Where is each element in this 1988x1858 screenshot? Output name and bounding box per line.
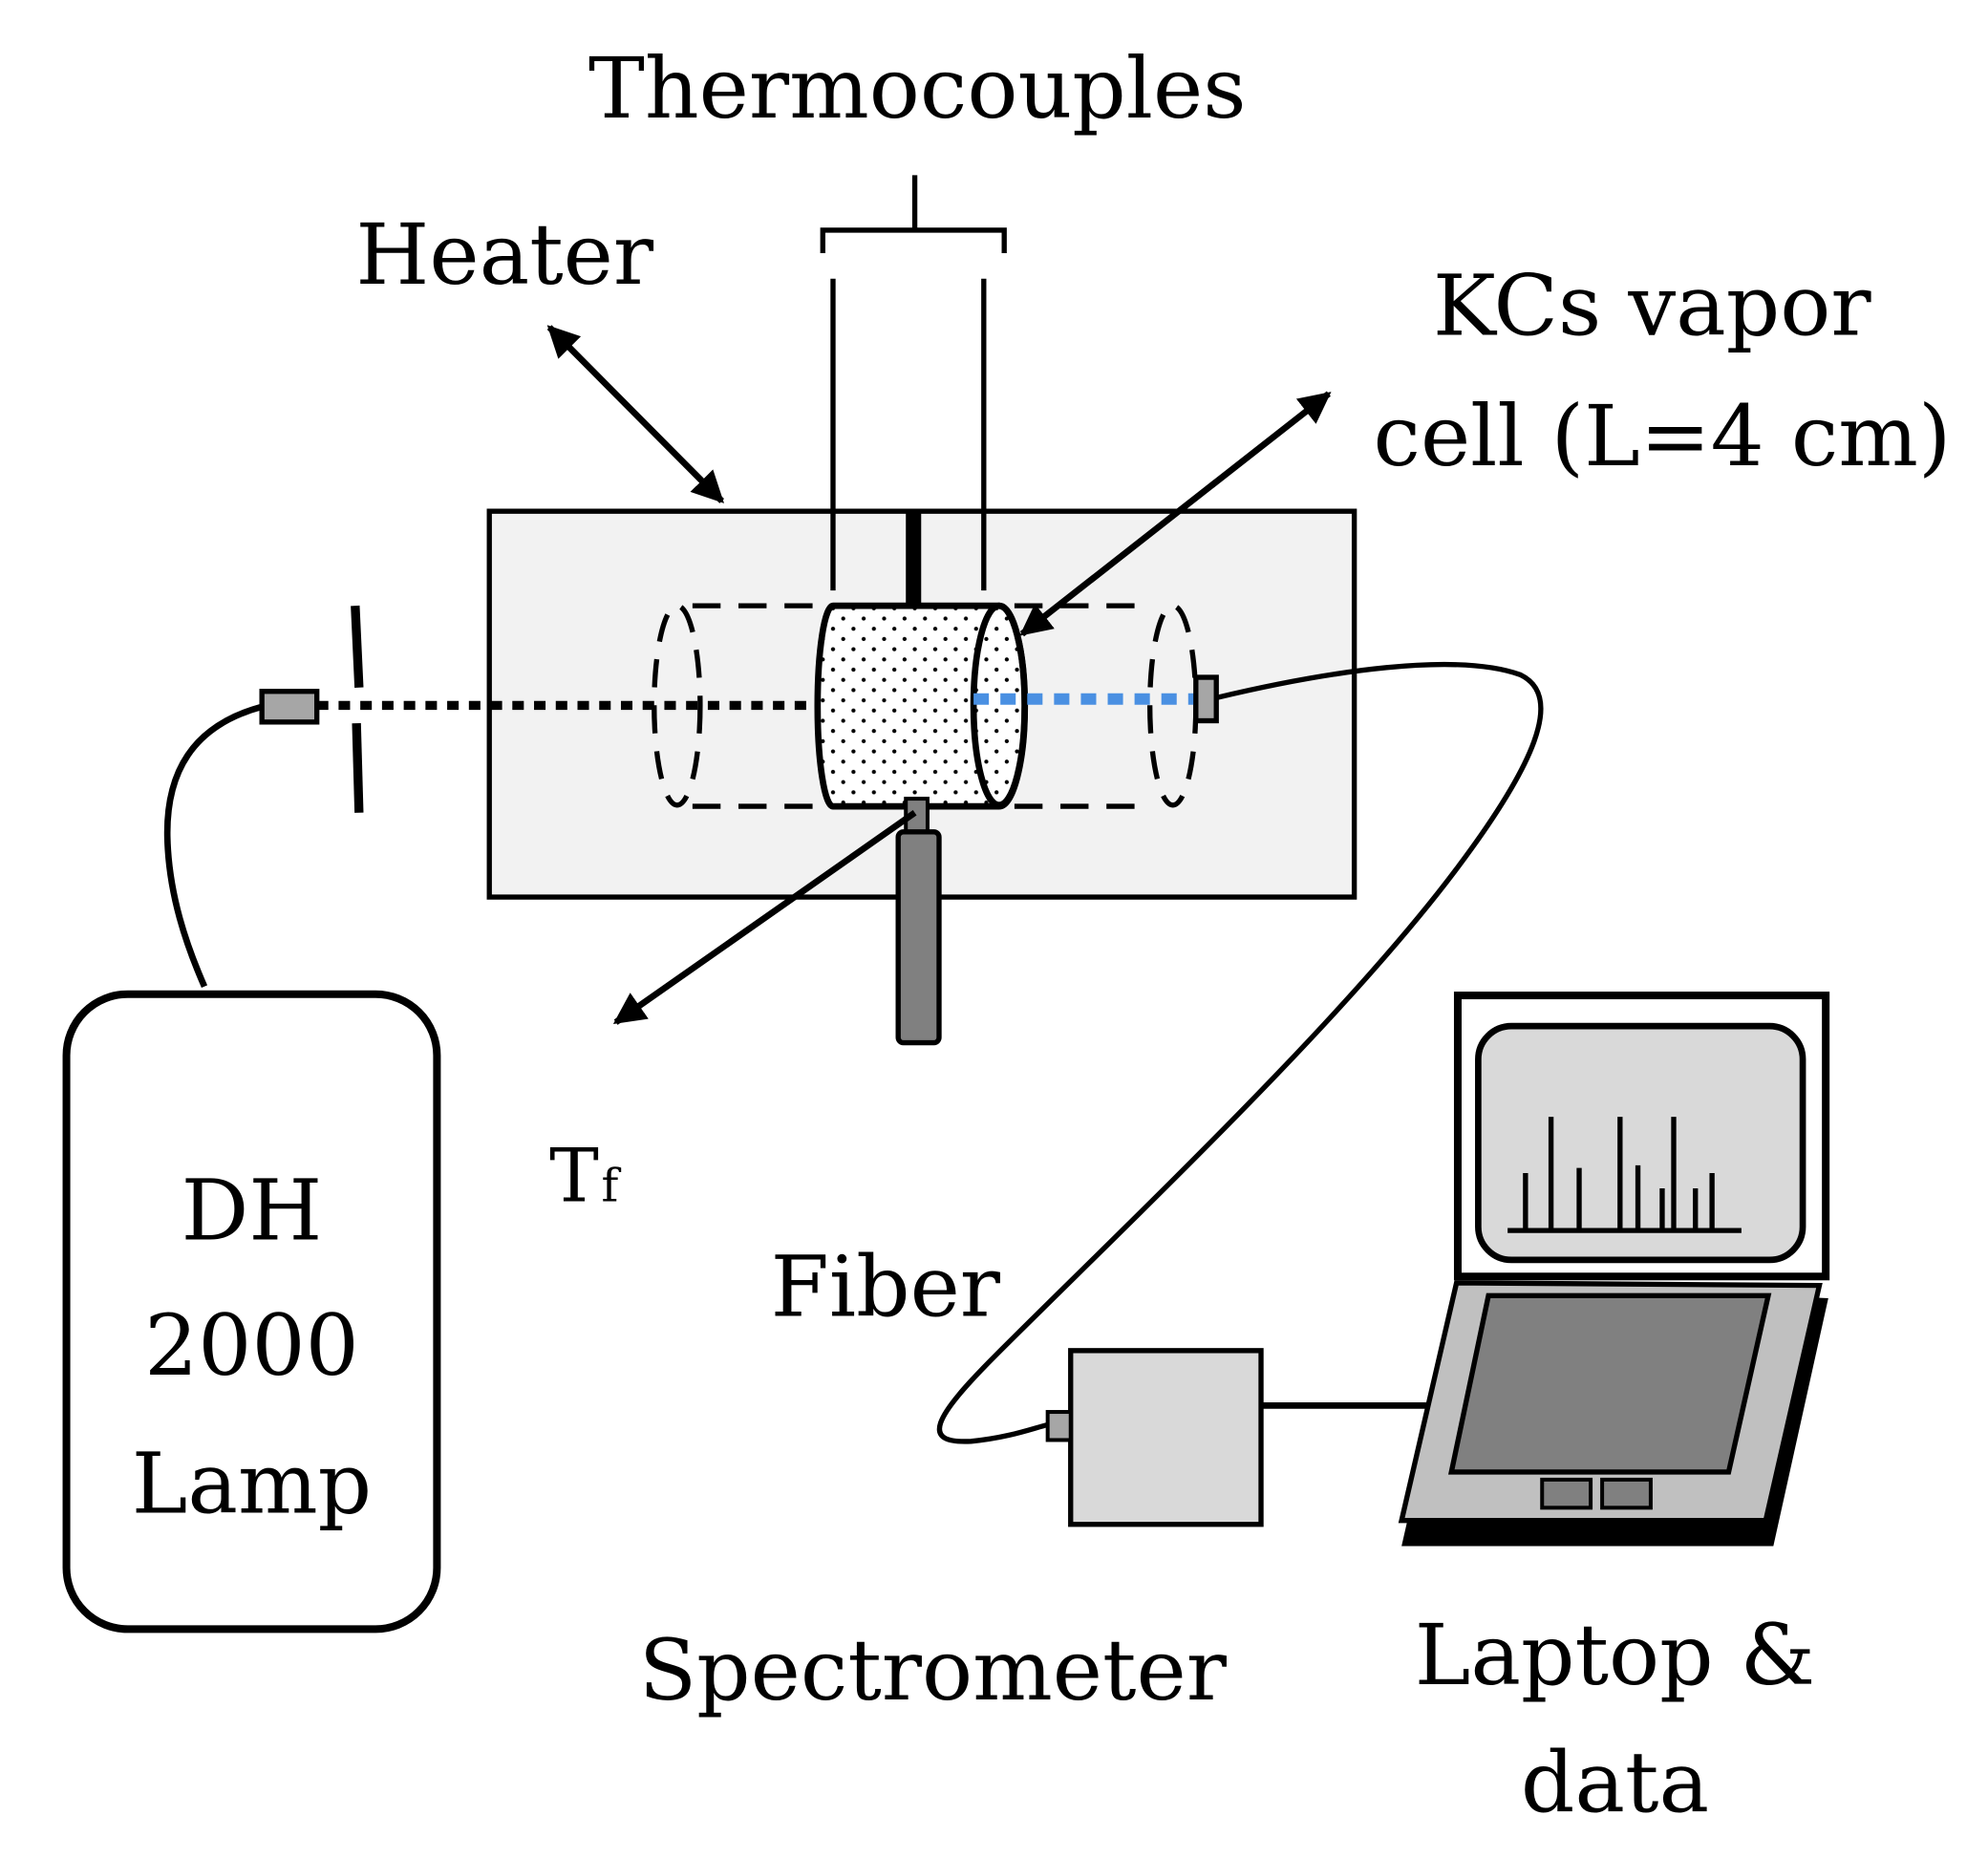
tf-arrow bbox=[612, 810, 917, 1025]
probe-tf bbox=[895, 797, 942, 1046]
label-tf-main: T bbox=[549, 1133, 599, 1219]
label-lamp-line3: Lamp bbox=[132, 1435, 372, 1533]
label-tf-sub: f bbox=[601, 1159, 621, 1212]
lamp-box bbox=[62, 990, 441, 1634]
spectrum-plot bbox=[1507, 1117, 1742, 1233]
vapor-cell bbox=[814, 602, 1029, 810]
label-lamp-line2: 2000 bbox=[144, 1296, 359, 1395]
label-lamp-line1: DH bbox=[182, 1161, 323, 1259]
label-fiber: Fiber bbox=[771, 1238, 1001, 1336]
label-laptop-line2: data bbox=[1521, 1734, 1709, 1832]
spectrometer-box bbox=[1045, 1348, 1264, 1527]
label-tf: Tf bbox=[549, 1133, 621, 1219]
label-vapor-cell-line1: KCs vapor bbox=[1433, 257, 1872, 355]
label-spectrometer: Spectrometer bbox=[639, 1621, 1228, 1719]
input-fiber-connector bbox=[259, 689, 320, 725]
fiber-cable bbox=[936, 661, 1544, 1444]
vapor-cell-arrow bbox=[1019, 391, 1332, 637]
thermocouples-bracket bbox=[820, 175, 1007, 591]
lamp-fiber-cable bbox=[163, 703, 264, 989]
laptop bbox=[1398, 992, 1830, 1547]
heater-arrow bbox=[546, 325, 725, 503]
label-heater: Heater bbox=[355, 205, 653, 304]
output-fiber-connector bbox=[1193, 674, 1219, 724]
label-thermocouples: Thermocouples bbox=[588, 39, 1247, 138]
label-vapor-cell-line2: cell (L=4 cm) bbox=[1374, 387, 1952, 485]
label-laptop-line1: Laptop & bbox=[1415, 1606, 1815, 1704]
aperture-iris bbox=[351, 605, 364, 813]
